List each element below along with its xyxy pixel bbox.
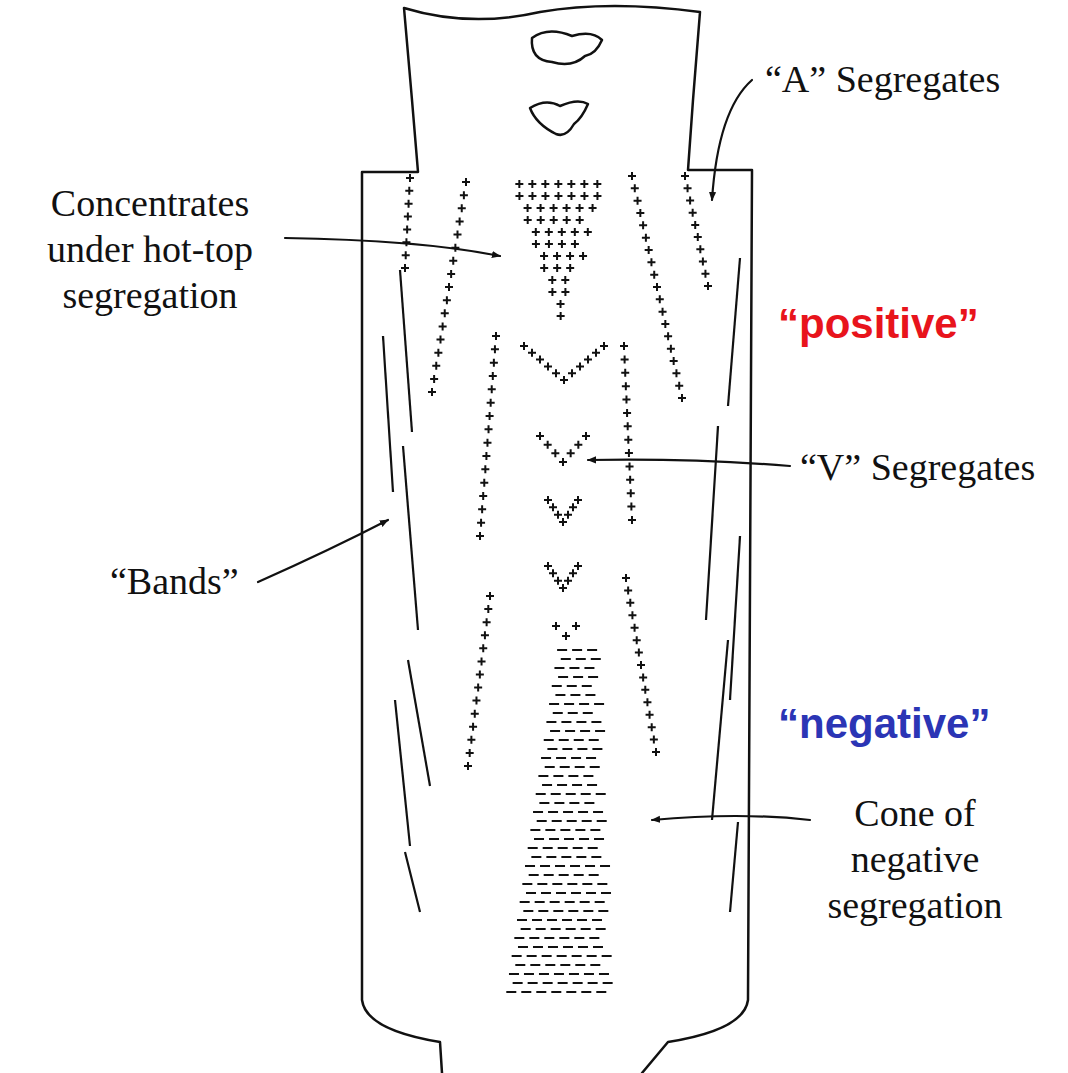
negative-segregation-dash xyxy=(506,650,612,992)
shrinkage-cavity xyxy=(532,31,602,64)
leader-line xyxy=(652,816,810,820)
leader-line xyxy=(712,80,752,200)
zone-label: “negative” xyxy=(778,700,990,748)
leader-line xyxy=(588,460,790,466)
callout-label: Concentrates under hot-top segregation xyxy=(25,180,275,318)
band-line xyxy=(383,336,393,492)
ingot-outline xyxy=(362,6,752,1073)
band-line xyxy=(403,446,418,630)
leader-line xyxy=(258,520,388,582)
band-line xyxy=(405,852,420,912)
callout-label: “V” Segregates xyxy=(800,444,1035,490)
positive-segregation-plus xyxy=(401,172,712,770)
band-line xyxy=(730,822,738,912)
shrinkage-cavity xyxy=(530,101,588,134)
band-line xyxy=(395,700,410,846)
leader-lines xyxy=(258,80,810,820)
band-line xyxy=(706,426,718,620)
band-line xyxy=(728,258,740,406)
leader-line xyxy=(285,238,500,256)
callout-label: Cone of negative segregation xyxy=(815,790,1015,928)
callout-label: “A” Segregates xyxy=(765,56,1000,102)
callout-label: “Bands” xyxy=(110,558,239,604)
band-line xyxy=(712,640,728,820)
band-line xyxy=(400,270,412,432)
band-line xyxy=(730,536,740,700)
segregation-marks xyxy=(383,172,740,992)
band-line xyxy=(408,660,430,786)
zone-label: “positive” xyxy=(778,300,979,348)
